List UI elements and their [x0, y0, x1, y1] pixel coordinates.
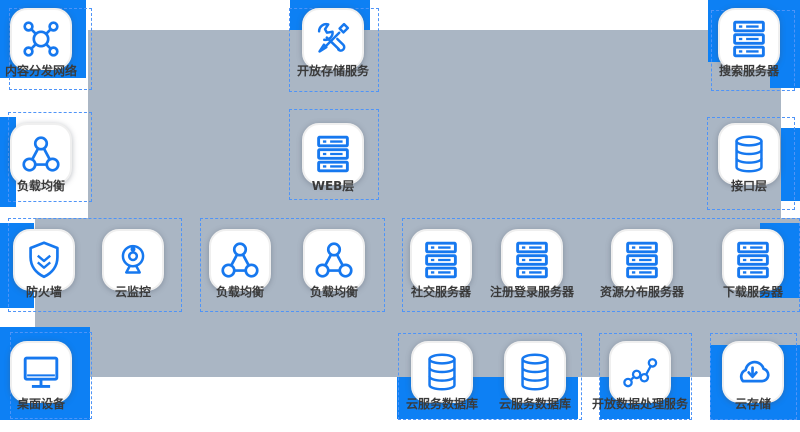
node-label: 内容分发网络	[4, 64, 77, 78]
node-label: 开放数据处理服务	[591, 397, 688, 411]
node-dataproc: 开放数据处理服务	[585, 341, 695, 411]
tools-icon	[310, 16, 356, 62]
group-outline-dataproc	[599, 333, 692, 420]
node-cloud-monitor: 云监控	[78, 229, 188, 299]
group-outline-cloudstore	[710, 333, 797, 420]
node-label: 社交服务器	[410, 285, 471, 299]
node-label: 负载均衡	[16, 179, 65, 193]
monitor-icon	[18, 349, 64, 395]
node-slb-left: 负载均衡	[0, 123, 96, 193]
node-label: 桌面设备	[16, 397, 65, 411]
node-label: 云存储	[734, 397, 771, 411]
node-clouddb-1: 云服务数据库	[387, 341, 497, 411]
node-label: 负载均衡	[309, 285, 358, 299]
node-label: 搜索服务器	[718, 64, 779, 78]
node-download-server: 下载服务器	[698, 229, 800, 299]
server-icon	[619, 237, 665, 283]
server-icon	[310, 131, 356, 177]
node-register-server: 注册登录服务器	[477, 229, 587, 299]
cdn-icon	[18, 16, 64, 62]
load-balancer-icon	[311, 237, 357, 283]
group-outline-slb-left	[8, 112, 92, 202]
node-label: WEB层	[311, 179, 355, 193]
cloud-download-icon	[730, 349, 776, 395]
node-social-server: 社交服务器	[386, 229, 496, 299]
group-outline-clouddb	[398, 333, 582, 420]
group-outline-web	[289, 109, 379, 200]
server-icon	[726, 16, 772, 62]
node-resource-server: 资源分布服务器	[587, 229, 697, 299]
database-icon	[512, 349, 558, 395]
node-label: 云监控	[114, 285, 151, 299]
node-web: WEB层	[278, 123, 388, 193]
server-icon	[730, 237, 776, 283]
data-processing-icon	[617, 349, 663, 395]
group-outline-api	[707, 117, 795, 210]
node-clouddb-2: 云服务数据库	[480, 341, 590, 411]
server-icon	[509, 237, 555, 283]
node-cdn: 内容分发网络	[0, 8, 96, 78]
webcam-icon	[110, 237, 156, 283]
group-outline-slb-mid	[200, 218, 385, 312]
node-slb-mid-1: 负载均衡	[185, 229, 295, 299]
database-icon	[726, 131, 772, 177]
node-cloudstore: 云存储	[698, 341, 800, 411]
node-label: 资源分布服务器	[599, 285, 684, 299]
node-desktop: 桌面设备	[0, 341, 96, 411]
server-icon	[418, 237, 464, 283]
node-firewall: 防火墙	[0, 229, 99, 299]
node-search: 搜索服务器	[694, 8, 800, 78]
node-label: 接口层	[730, 179, 767, 193]
node-label: 注册登录服务器	[489, 285, 574, 299]
node-slb-mid-2: 负载均衡	[279, 229, 389, 299]
node-label: 开放存储服务	[296, 64, 369, 78]
load-balancer-icon	[18, 131, 64, 177]
node-api: 接口层	[694, 123, 800, 193]
load-balancer-icon	[217, 237, 263, 283]
node-label: 云服务数据库	[498, 397, 571, 411]
node-storage: 开放存储服务	[278, 8, 388, 78]
group-outline-security	[8, 218, 182, 312]
database-icon	[419, 349, 465, 395]
node-label: 下载服务器	[722, 285, 783, 299]
accent-block-right-mid	[781, 128, 800, 201]
node-label: 防火墙	[25, 285, 62, 299]
node-label: 云服务数据库	[405, 397, 478, 411]
node-label: 负载均衡	[215, 285, 264, 299]
shield-icon	[21, 237, 67, 283]
